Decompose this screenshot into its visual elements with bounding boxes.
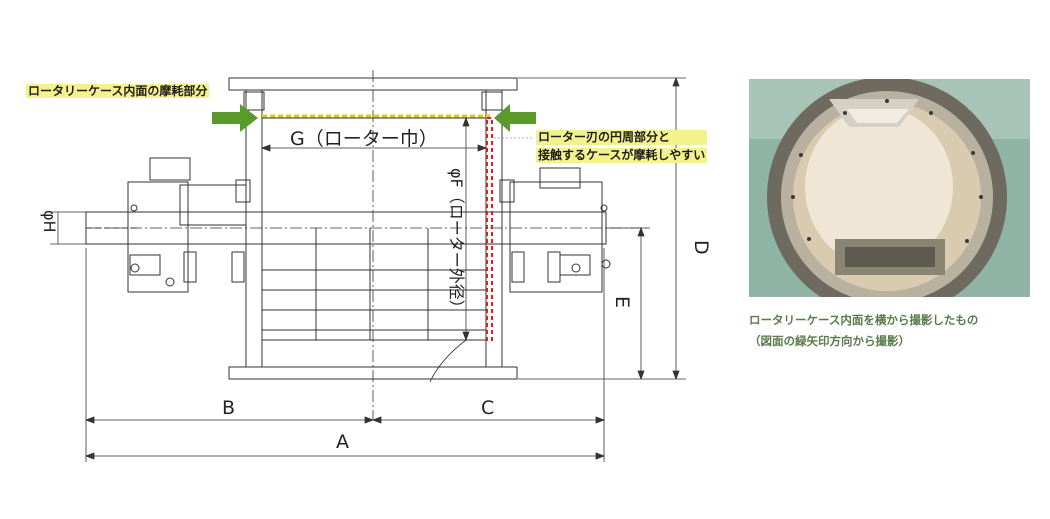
- wear-note-line1: ローター刃の円周部分と: [536, 130, 708, 145]
- green-arrows: [212, 104, 536, 132]
- dim-b-label: B: [222, 397, 235, 419]
- dim-f-label: φF（ローター外径）: [447, 168, 466, 316]
- case-interior-photo: [749, 79, 1030, 297]
- photo-caption-line1: ロータリーケース内面を横から撮影したもの: [749, 313, 979, 327]
- wear-line-right: [486, 117, 493, 341]
- wear-note-label: ローター刃の円周部分と 接触するケースが摩耗しやすい: [536, 130, 708, 166]
- wear-note-line2: 接触するケースが摩耗しやすい: [536, 148, 708, 163]
- dim-e-label: E: [611, 296, 633, 308]
- arrow-right-icon: [494, 104, 536, 132]
- dim-d-label: D: [690, 240, 712, 255]
- photo-caption-line2: （図面の緑矢印方向から撮影）: [749, 334, 910, 348]
- dim-h-label: φH: [40, 210, 59, 233]
- dim-c-label: C: [481, 397, 494, 419]
- photo-caption: ロータリーケース内面を横から撮影したもの （図面の緑矢印方向から撮影）: [749, 310, 978, 352]
- dim-a-label: A: [336, 431, 349, 453]
- dim-g-label: G（ローター巾）: [290, 128, 438, 150]
- wear-part-label: ロータリーケース内面の摩耗部分: [26, 84, 210, 98]
- arrow-left-icon: [212, 104, 258, 132]
